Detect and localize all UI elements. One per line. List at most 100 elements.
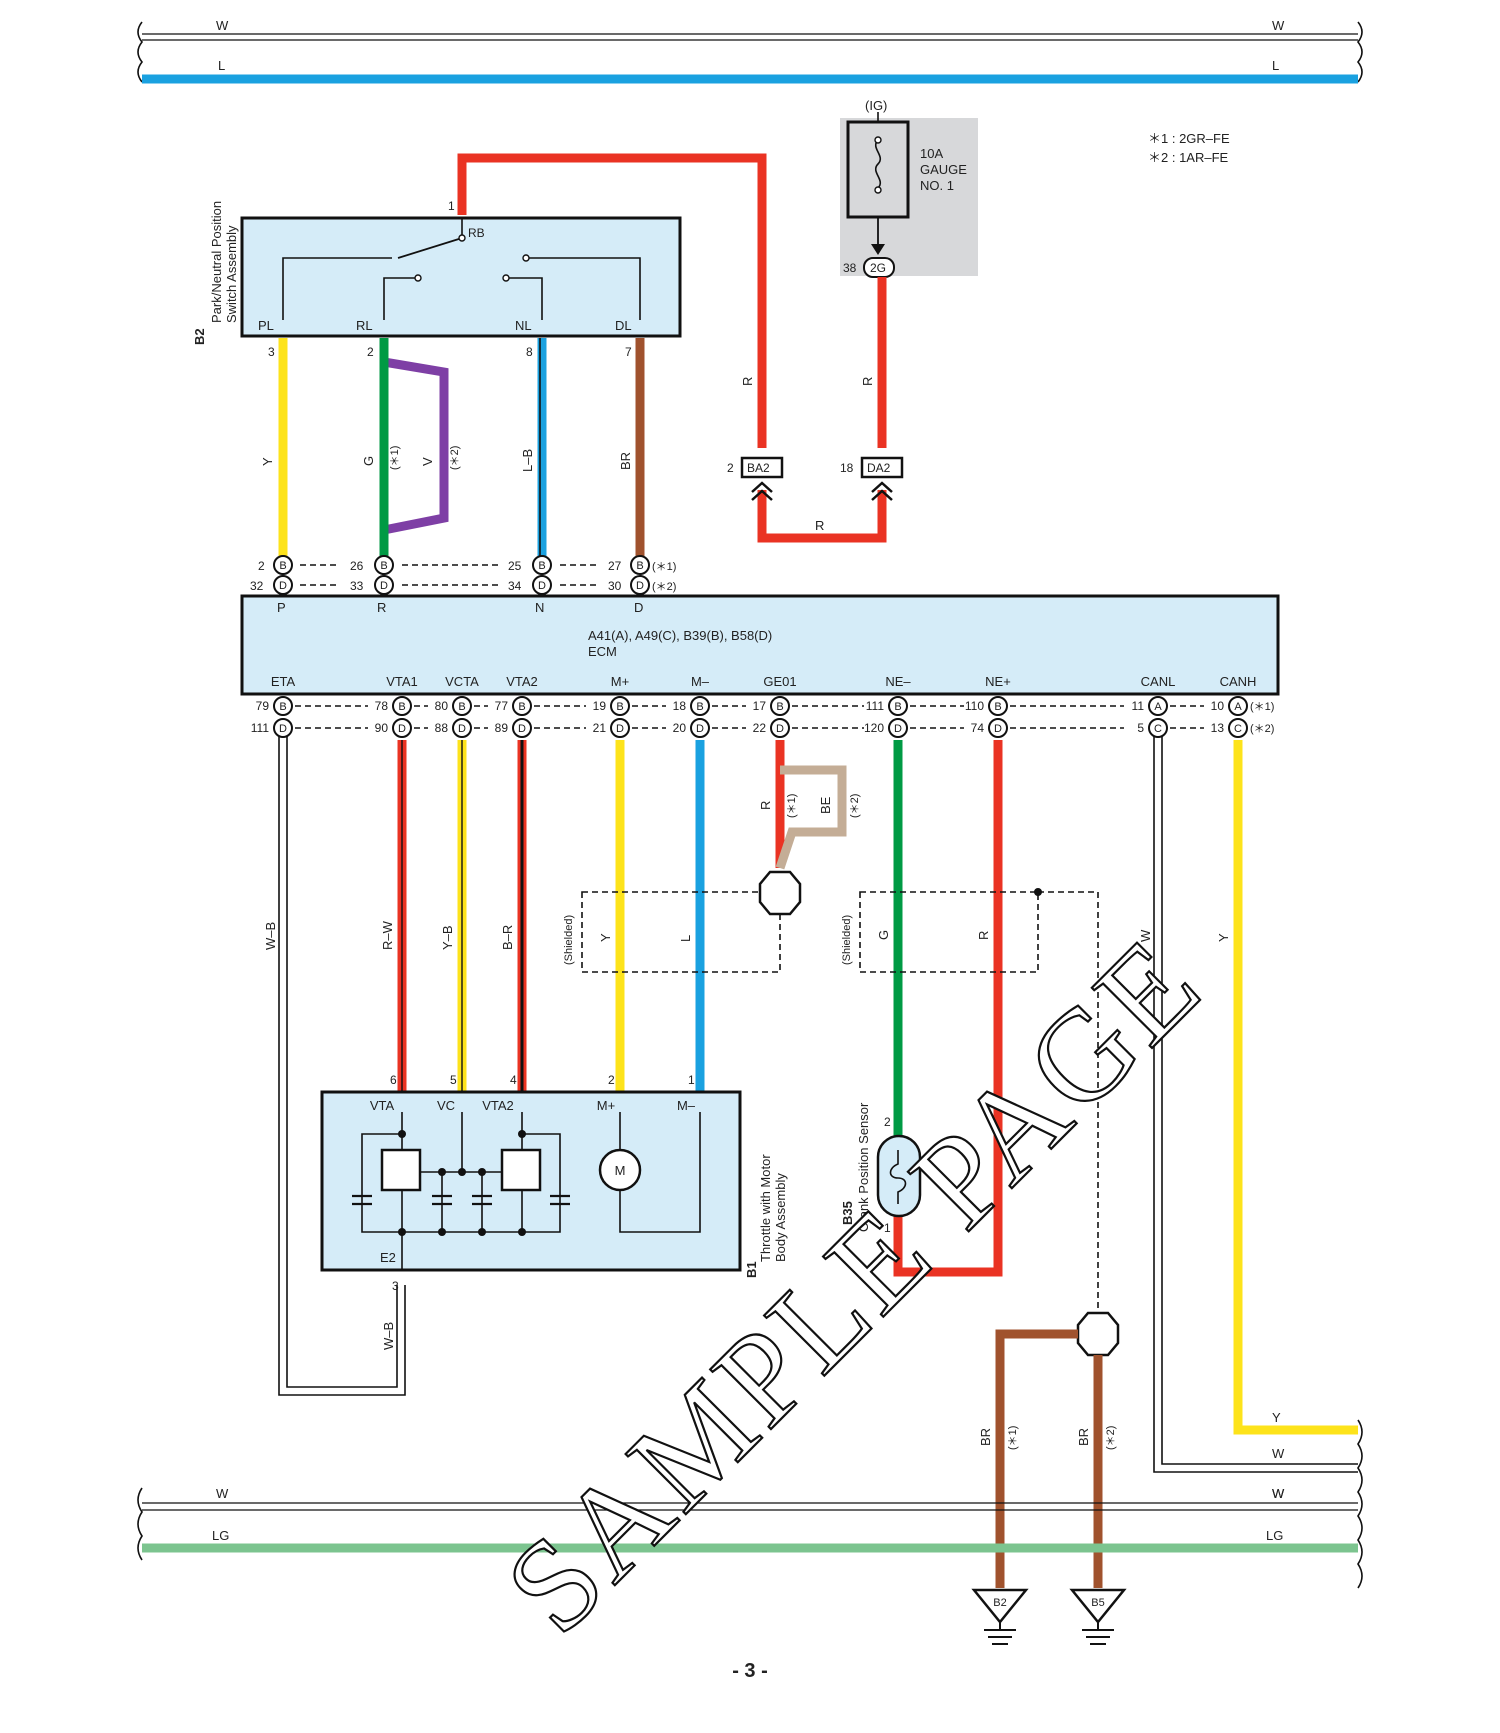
- sensor-2-icon: [500, 1148, 542, 1192]
- ecm-label-d: D: [634, 600, 643, 615]
- wire-label-y-mplus: Y: [598, 933, 613, 942]
- bottom-w-right-label: W: [1272, 1486, 1285, 1501]
- page-number: - 3 -: [732, 1660, 768, 1682]
- throttle-label-vta2: VTA2: [482, 1098, 514, 1113]
- ecm-bottom-row1-conn-1: [392, 696, 412, 716]
- ba2-pin: 2: [727, 461, 734, 475]
- ecm-bottom-row2-conn-8: [988, 718, 1008, 738]
- ecm-bottom-row2-conn-5: [690, 718, 710, 738]
- switch-lever: [397, 237, 463, 259]
- ecm-top-r2-conn-1: [273, 575, 293, 595]
- throttle-e2-pin: 3: [392, 1279, 399, 1293]
- ecm-bottom-row1-conn-label-9: A: [1154, 701, 1162, 713]
- ecm-bottom-row1-conn-10: [1228, 696, 1248, 716]
- top-bus: W W L L: [137, 18, 1363, 84]
- ecm-top-connectors: 2 B 26 B 25 B 27 B (＊1) 32 D 33 D 34 D 3…: [250, 555, 676, 595]
- bottom-lg-right-label: LG: [1266, 1528, 1283, 1543]
- ecm-bottom-row1-conn-label-3: B: [518, 701, 525, 713]
- red-wire-label-right: R: [860, 377, 875, 386]
- note-1: ＊1 : 2GR–FE: [1148, 131, 1230, 146]
- throttle-pin-mminus: 1: [688, 1073, 695, 1087]
- ecm-bottom-row1-conn-7: [888, 696, 908, 716]
- throttle-name-1: Throttle with Motor: [758, 1154, 773, 1262]
- switch-pivot: [458, 234, 466, 242]
- ecm-bottom-row2-conn-label-9: C: [1154, 723, 1162, 735]
- ecm-top-r2-note: (＊2): [652, 581, 676, 593]
- ecm-label-p: P: [277, 600, 286, 615]
- ecm-bottom-row2-pin-10: 13: [1211, 721, 1225, 735]
- switch-code: B2: [192, 328, 207, 345]
- ecm-top-r1-c-4: B: [636, 560, 643, 572]
- ground-b2-symbol: [984, 1622, 1016, 1645]
- wire-v-alt: [383, 357, 449, 535]
- wire-label-l: L: [678, 935, 693, 942]
- ecm-bottom-row2-pin-6: 22: [753, 721, 767, 735]
- ecm-name: ECM: [588, 644, 617, 659]
- ecm-bottom-row2-conn-label-0: D: [279, 723, 287, 735]
- ecm-bottom-row1-pin-3: 77: [495, 699, 509, 713]
- switch-pin-label-pl: PL: [258, 318, 274, 333]
- ground-splice-left: [758, 870, 802, 916]
- throttle-label-mplus: M+: [597, 1098, 615, 1113]
- ecm-bottom-label-mminus: M–: [691, 674, 710, 689]
- ecm-bottom-row1-pin-2: 80: [435, 699, 449, 713]
- ecm-bottom-label-neminus: NE–: [885, 674, 911, 689]
- right-exit-y: Y: [1272, 1410, 1281, 1425]
- ecm-top-r2-c-2: D: [380, 580, 388, 592]
- fuse-arrow-icon: [871, 244, 885, 255]
- throttle-code: B1: [744, 1261, 759, 1278]
- ecm-bottom-label-vta2: VTA2: [506, 674, 538, 689]
- ecm-bottom-row1-conn-3: [512, 696, 532, 716]
- ground-splice-right: [1076, 1311, 1120, 1357]
- park-neutral-switch: B2 Park/Neutral Position Switch Assembly…: [192, 199, 682, 359]
- ground-b5-label: B5: [1091, 1597, 1104, 1609]
- capacitor-icons: [352, 1194, 570, 1206]
- red-wire-label-left: R: [740, 377, 755, 386]
- throttle-pin-vta: 6: [390, 1073, 397, 1087]
- wire-label-y: Y: [260, 457, 275, 466]
- ecm-bottom-row2-conn-label-3: D: [518, 723, 526, 735]
- switch-contact-nl: [502, 274, 510, 282]
- throttle-node-5: [478, 1168, 486, 1176]
- ecm-top-dashes: [300, 564, 600, 586]
- fuse-name-2: NO. 1: [920, 178, 954, 193]
- throttle-e2-label: E2: [380, 1250, 396, 1265]
- ecm-bottom-row2-conn-2: [452, 718, 472, 738]
- ecm-bottom-row1-pin-7: 111: [866, 699, 885, 713]
- fuse-connector-label: 2G: [870, 261, 886, 275]
- crank-code: B35: [840, 1201, 855, 1225]
- ecm-bottom-label-vta1: VTA1: [386, 674, 418, 689]
- crank-sensor-body: [876, 1134, 922, 1218]
- ecm-bottom-row1-conn-label-5: B: [696, 701, 703, 713]
- fuse-block: (IG) 10A GAUGE NO. 1 38 2G: [840, 98, 978, 278]
- ecm-top-r2-c-3: D: [538, 580, 546, 592]
- ground-wire-label-1: BR: [978, 1428, 993, 1446]
- ecm-top-r1-note: (＊1): [652, 561, 676, 573]
- wire-label-r-ne: R: [976, 931, 991, 940]
- note-2: ＊2 : 1AR–FE: [1148, 150, 1229, 165]
- bottom-bus-break-left: [137, 1487, 143, 1561]
- shield-left-label: (Shielded): [563, 915, 575, 965]
- ecm-bottom-row1-conn-2: [452, 696, 472, 716]
- throttle-e2-wire: W–B: [381, 1322, 396, 1350]
- fuse-pin: 38: [843, 261, 857, 275]
- fuse-terminal-bot: [874, 186, 882, 194]
- wire-w-canl-outer: [1153, 736, 1358, 1473]
- wire-label-w-canl: W: [1138, 929, 1153, 942]
- ecm-box: [240, 594, 1280, 696]
- ecm-top-r2-c-1: D: [279, 580, 287, 592]
- wire-label-br: BR: [618, 452, 633, 470]
- ba2-label: BA2: [747, 461, 770, 475]
- wire-label-rw: R–W: [380, 920, 395, 950]
- throttle-label-vc: VC: [437, 1098, 455, 1113]
- wire-note-ge01-2: (＊2): [849, 794, 861, 818]
- ecm-top-r2-pin-2: 33: [350, 579, 364, 593]
- bottom-w-left-label: W: [216, 1486, 229, 1501]
- wire-label-r-ge01: R: [758, 801, 773, 810]
- ecm-bottom-row1-pin-1: 78: [375, 699, 389, 713]
- throttle-node-8: [478, 1228, 486, 1236]
- wire-note-ge01-1: (＊1): [786, 794, 798, 818]
- throttle-label-mminus: M–: [677, 1098, 696, 1113]
- da2-pin: 18: [840, 461, 854, 475]
